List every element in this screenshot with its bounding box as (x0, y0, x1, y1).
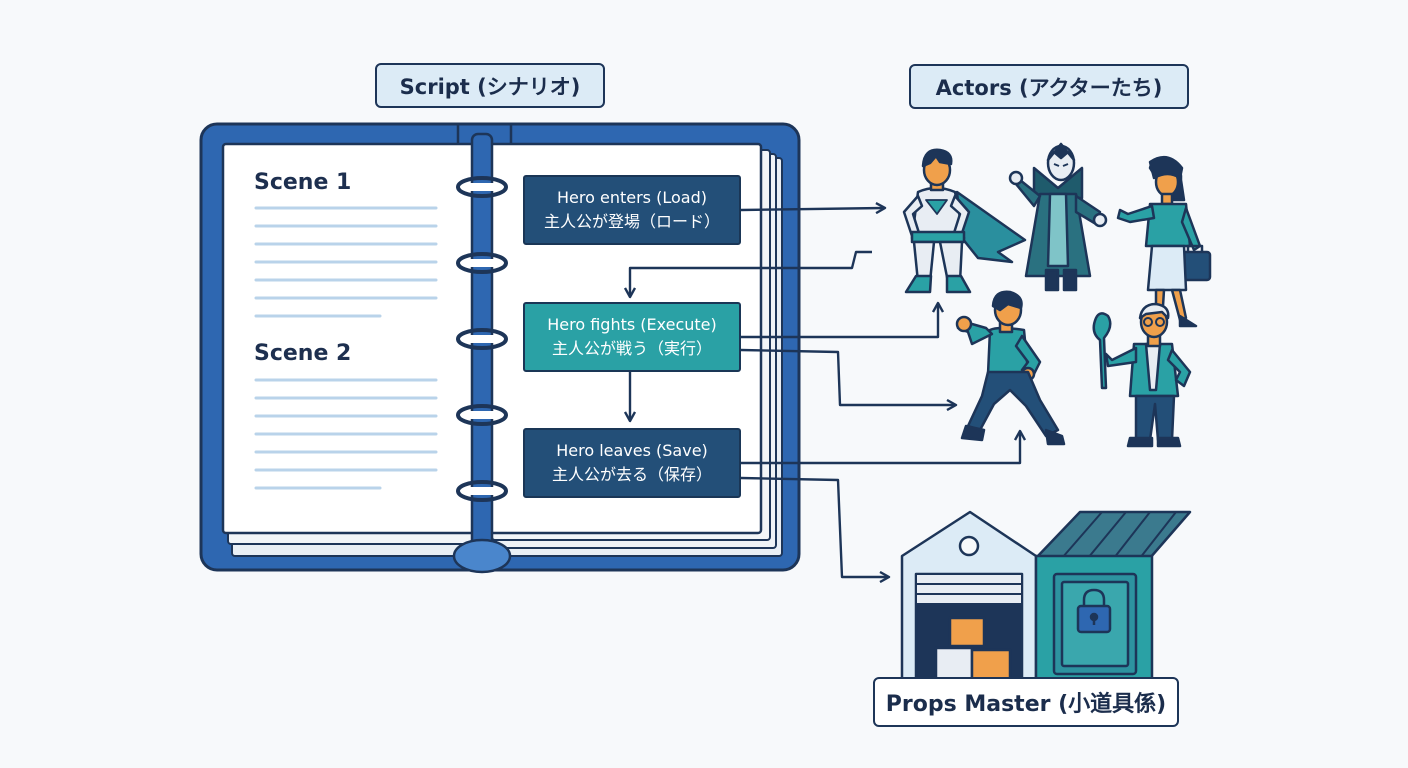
step-hero-enters-ja: 主人公が登場（ロード） (543, 212, 720, 231)
arrow-load-to-hero (740, 208, 884, 210)
arrow-hero-to-fight (630, 250, 872, 296)
arrow-save-to-fighter (741, 432, 1020, 465)
scene-1-title: Scene 1 (254, 170, 352, 195)
elder-actor-icon (1092, 302, 1192, 448)
villain-icon (1008, 142, 1108, 292)
step-hero-enters: Hero enters (Load) 主人公が登場（ロード） (523, 175, 741, 245)
padlock-icon (1076, 588, 1112, 634)
step-hero-fights-en: Hero fights (Execute) (547, 315, 717, 334)
scene-2-title: Scene 2 (254, 341, 352, 366)
arrow-fight-to-fighter (740, 348, 955, 405)
warehouse-icon (900, 510, 1192, 692)
step-hero-fights: Hero fights (Execute) 主人公が戦う（実行） (523, 302, 741, 372)
fighter-icon (955, 290, 1066, 446)
flow-arrows (630, 208, 1020, 577)
actors-label: Actors (アクターたち) (909, 64, 1189, 109)
props-master-label: Props Master (小道具係) (873, 677, 1179, 727)
step-hero-leaves-en: Hero leaves (Save) (556, 441, 708, 460)
step-hero-fights-ja: 主人公が戦う（実行） (551, 339, 712, 358)
step-hero-enters-en: Hero enters (Load) (557, 188, 707, 207)
step-hero-leaves-ja: 主人公が去る（保存） (551, 465, 712, 484)
businesswoman-icon (1116, 155, 1212, 328)
arrow-save-to-props (740, 476, 888, 577)
arrow-fight-to-hero (741, 304, 938, 339)
script-label: Script (シナリオ) (375, 63, 605, 108)
step-hero-leaves: Hero leaves (Save) 主人公が去る（保存） (523, 428, 741, 498)
superhero-icon (902, 148, 1027, 294)
